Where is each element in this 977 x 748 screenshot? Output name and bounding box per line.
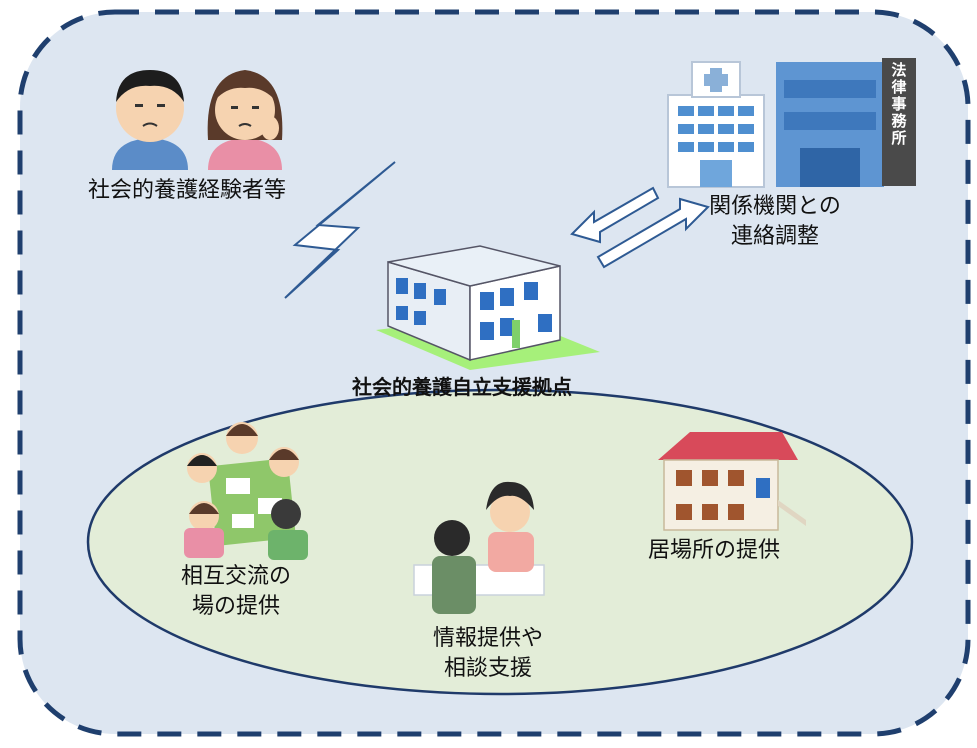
- label-exchange-line2: 場の提供: [191, 594, 280, 619]
- arrow-to-hub: [570, 186, 660, 244]
- hub-building-icon: [376, 245, 600, 370]
- label-hub: 社会的養護自立支援拠点: [352, 375, 572, 399]
- label-exchange-line1: 相互交流の: [180, 564, 291, 589]
- consultation-icon: [413, 481, 545, 614]
- label-agencies-line2: 連絡調整: [730, 224, 819, 249]
- woman-icon: [207, 70, 283, 170]
- hospital-icon: [667, 61, 765, 188]
- group-meeting-icon: [184, 422, 308, 560]
- sign-char: 所: [891, 129, 907, 147]
- sign-char: 法: [891, 61, 907, 79]
- label-place: 居場所の提供: [648, 538, 781, 563]
- sign-char: 律: [891, 78, 907, 96]
- arrow-to-agencies: [596, 197, 710, 269]
- sign-char: 務: [891, 112, 907, 130]
- label-agencies-line1: 関係機関との: [709, 194, 841, 219]
- law-office-sign: 法 律 事 務 所: [886, 62, 912, 147]
- sign-char: 事: [891, 95, 907, 113]
- label-exchange: 相互交流の 場の提供: [166, 562, 306, 622]
- label-consult: 情報提供や 相談支援: [418, 624, 558, 684]
- man-icon: [112, 70, 188, 170]
- label-experienced: 社会的養護経験者等: [88, 178, 287, 203]
- label-consult-line1: 情報提供や: [432, 626, 543, 651]
- label-consult-line2: 相談支援: [443, 656, 532, 681]
- exchange-arrows: [570, 186, 710, 269]
- law-office-icon: [776, 58, 916, 187]
- residence-icon: [658, 432, 806, 531]
- label-agencies: 関係機関との 連絡調整: [690, 192, 860, 252]
- lightning-arrow: [284, 161, 396, 299]
